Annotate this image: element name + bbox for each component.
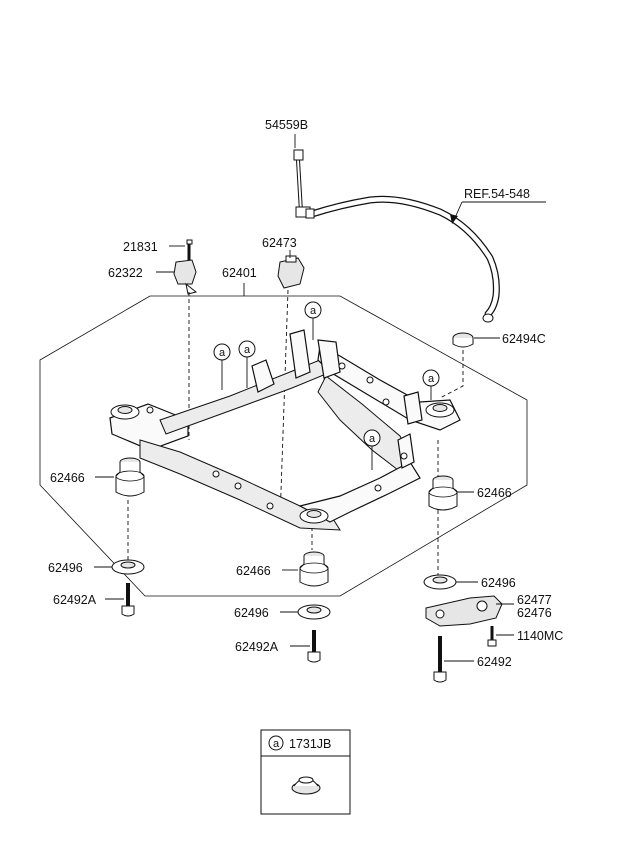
callout-a-1: a bbox=[213, 343, 231, 390]
bracket-62322 bbox=[173, 259, 198, 295]
label-62401: 62401 bbox=[222, 266, 257, 280]
washer-62496-right bbox=[423, 574, 457, 590]
label-ref: REF.54-548 bbox=[464, 187, 530, 201]
callout-a-3: a bbox=[304, 301, 322, 340]
bracket-62473 bbox=[277, 255, 305, 289]
legend-callout-circle bbox=[268, 735, 284, 751]
legend-part-number: 1731JB bbox=[289, 737, 331, 751]
subframe-assembly-boundary bbox=[39, 295, 528, 597]
washer-62496-left bbox=[111, 559, 145, 575]
legend-letter: a bbox=[273, 738, 280, 750]
label-54559b: 54559B bbox=[265, 118, 308, 132]
bolt-62492 bbox=[433, 636, 447, 683]
plug-grommet bbox=[291, 776, 321, 795]
bumper-62494c bbox=[452, 332, 474, 348]
washer-62496-mid bbox=[297, 604, 331, 620]
bracket-62477-62476 bbox=[425, 595, 503, 627]
align-line-2 bbox=[279, 289, 289, 521]
label-62466-mid: 62466 bbox=[236, 564, 271, 578]
label-62473: 62473 bbox=[262, 236, 297, 250]
label-62496-right: 62496 bbox=[481, 576, 516, 590]
legend-box: a 1731JB bbox=[260, 729, 351, 815]
svg-text:a: a bbox=[369, 433, 376, 445]
callout-a-5: a bbox=[363, 429, 381, 470]
bolt-62492a-mid bbox=[307, 630, 321, 663]
svg-text:a: a bbox=[244, 344, 251, 356]
callout-a-4: a bbox=[422, 369, 440, 400]
label-62492a-left: 62492A bbox=[53, 593, 97, 607]
callout-a-2: a bbox=[238, 340, 256, 388]
62494c-dash bbox=[439, 350, 464, 399]
svg-text:a: a bbox=[310, 305, 317, 317]
bushing-62466-left bbox=[115, 457, 145, 497]
stabilizer-bar bbox=[308, 195, 500, 323]
bolt-1140mc bbox=[487, 626, 497, 647]
label-1140mc: 1140MC bbox=[517, 629, 563, 643]
label-62477: 62477 bbox=[517, 593, 552, 607]
label-62322: 62322 bbox=[108, 266, 143, 280]
ref-arrow bbox=[450, 214, 458, 224]
bolt-21831 bbox=[186, 239, 193, 262]
svg-text:a: a bbox=[219, 347, 226, 359]
label-62492a-mid: 62492A bbox=[235, 640, 279, 654]
bushing-62466-right bbox=[428, 475, 458, 511]
label-62496-mid: 62496 bbox=[234, 606, 269, 620]
subframe-62401 bbox=[109, 329, 461, 531]
label-62496-left: 62496 bbox=[48, 561, 83, 575]
label-62494c: 62494C bbox=[502, 332, 546, 346]
label-62466-right: 62466 bbox=[477, 486, 512, 500]
label-21831: 21831 bbox=[123, 240, 158, 254]
bushing-62466-mid bbox=[299, 551, 329, 587]
label-62476: 62476 bbox=[517, 606, 552, 620]
svg-text:a: a bbox=[428, 373, 435, 385]
label-62466-left: 62466 bbox=[50, 471, 85, 485]
bolt-62492a-left bbox=[121, 583, 135, 617]
label-62492: 62492 bbox=[477, 655, 512, 669]
stabilizer-link bbox=[293, 149, 315, 219]
